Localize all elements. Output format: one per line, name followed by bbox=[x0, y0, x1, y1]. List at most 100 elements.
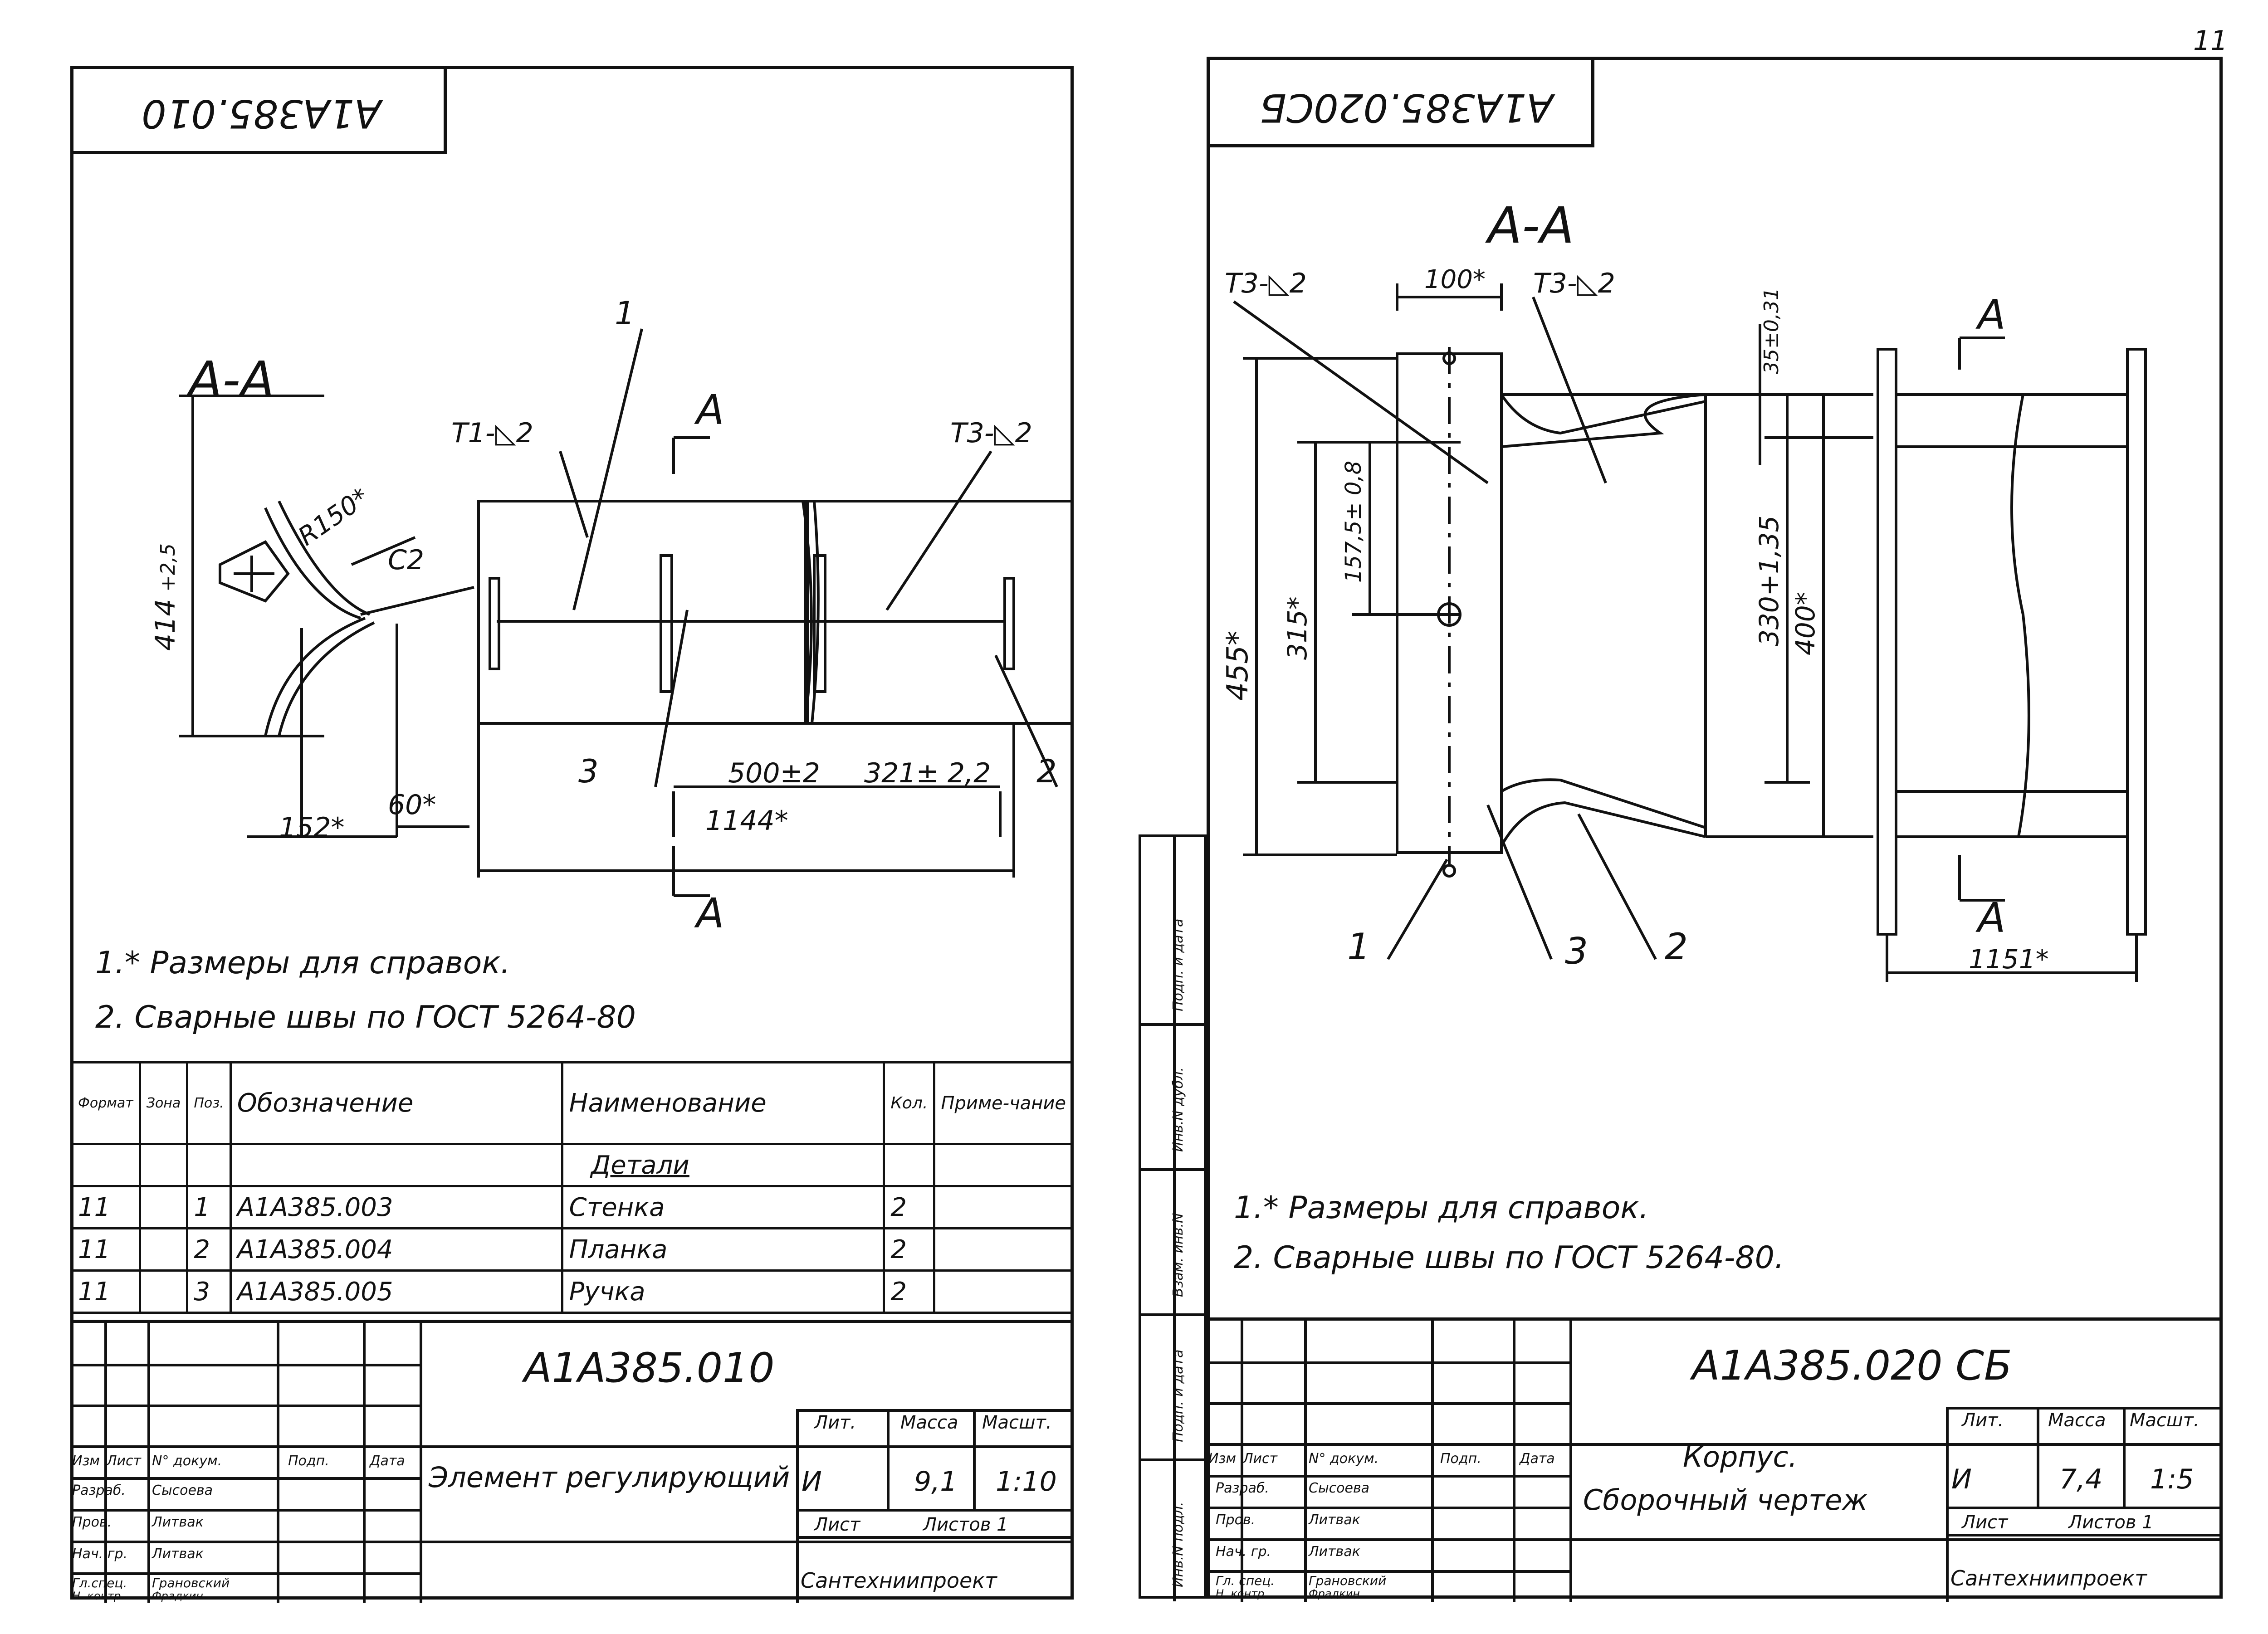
right-callout-2: 2 bbox=[1665, 926, 1688, 968]
spec-header-row: Формат Зона Поз. Обозначение Наименовани… bbox=[70, 1061, 1074, 1145]
left-dim-chamfer: C2 bbox=[388, 544, 424, 576]
right-name-4: Фрадкин bbox=[1309, 1587, 1360, 1600]
right-role-4: Н. контр. bbox=[1216, 1587, 1268, 1600]
left-doc-number: A1A385.010 bbox=[524, 1344, 775, 1392]
spec-cell-pos: 1 bbox=[186, 1185, 232, 1229]
right-dim-outer-h2: 400* bbox=[1790, 592, 1821, 655]
spec-cell-qty: 2 bbox=[883, 1185, 936, 1229]
spec-header-zone: Зона bbox=[138, 1061, 189, 1145]
left-col-mass: Масса bbox=[900, 1412, 958, 1433]
right-weld-right: T3-◺2 bbox=[1533, 268, 1615, 299]
side-label-4: Инв.N подл. bbox=[1170, 1502, 1186, 1587]
spec-section-row: Детали bbox=[70, 1143, 1074, 1187]
right-mass-value: 7,4 bbox=[2059, 1463, 2103, 1495]
left-callout-3: 3 bbox=[578, 753, 599, 790]
spec-cell-designation: A1A385.004 bbox=[229, 1227, 564, 1272]
left-weld-left: T1-◺2 bbox=[451, 417, 533, 449]
left-note-2: 2. Сварные швы по ГОСТ 5264-80 bbox=[95, 1000, 636, 1035]
left-sheets-label: Листов 1 bbox=[923, 1514, 1008, 1535]
left-hdr-doc: N° докум. bbox=[152, 1453, 222, 1469]
left-org: Сантехниипроект bbox=[801, 1568, 997, 1593]
right-weld-left: T3-◺2 bbox=[1225, 268, 1307, 299]
spec-cell-designation: A1A385.005 bbox=[229, 1269, 564, 1314]
right-drawing: A-A A A T3-◺2 T3-◺2 100* 35±0,31 157,5± … bbox=[1221, 196, 2147, 982]
right-callout-1: 1 bbox=[1347, 926, 1370, 968]
left-arrow-label-top: A bbox=[694, 386, 724, 434]
left-spec-table: Формат Зона Поз. Обозначение Наименовани… bbox=[70, 1061, 1074, 1314]
left-name-0: Сысоева bbox=[152, 1483, 213, 1498]
right-callout-3: 3 bbox=[1565, 930, 1588, 972]
table-row: 11 2 A1A385.004 Планка 2 bbox=[70, 1227, 1074, 1272]
left-scale-value: 1:10 bbox=[996, 1466, 1057, 1497]
right-hdr-izm: Изм bbox=[1208, 1451, 1237, 1467]
right-scale-value: 1:5 bbox=[2150, 1463, 2194, 1495]
right-col-mass: Масса bbox=[2048, 1410, 2106, 1431]
right-dim-inner-h: 157,5± 0,8 bbox=[1341, 461, 1366, 583]
spec-cell-pos: 3 bbox=[186, 1269, 232, 1314]
left-role-0: Разраб. bbox=[72, 1483, 126, 1498]
spec-header-note: Приме-чание bbox=[933, 1061, 1074, 1145]
spec-cell-qty: 2 bbox=[883, 1269, 936, 1314]
right-dim-length: 1151* bbox=[1969, 944, 2049, 975]
left-role-2: Нач. гр. bbox=[72, 1546, 128, 1562]
spec-cell-format: 11 bbox=[70, 1269, 141, 1314]
left-dim-width: 152* bbox=[279, 812, 345, 844]
left-hdr-izm: Изм bbox=[72, 1453, 100, 1469]
spec-cell-format: 11 bbox=[70, 1227, 141, 1272]
right-dim-mid-h: 315* bbox=[1282, 596, 1313, 660]
right-doc-title-2: Сборочный чертеж bbox=[1583, 1483, 1868, 1517]
left-name-2: Литвак bbox=[152, 1546, 204, 1562]
left-arrow-label-bottom: A bbox=[694, 890, 724, 937]
right-col-lit: Лит. bbox=[1962, 1410, 2004, 1431]
left-weld-right: T3-◺2 bbox=[950, 417, 1032, 449]
side-label-3: Подп. и дата bbox=[1170, 1349, 1186, 1442]
left-dim-offset: 60* bbox=[388, 789, 436, 821]
left-hdr-list: Лист bbox=[107, 1453, 142, 1469]
left-hdr-sign: Подп. bbox=[288, 1453, 329, 1469]
left-role-3: Гл.спец. bbox=[72, 1575, 127, 1590]
left-name-3: Грановский bbox=[152, 1575, 230, 1590]
spec-header-format: Формат bbox=[70, 1061, 141, 1145]
right-doc-number: A1A385.020 СБ bbox=[1692, 1342, 2012, 1390]
right-role-2: Нач. гр. bbox=[1216, 1544, 1271, 1560]
left-role-4: Н. контр. bbox=[72, 1590, 125, 1602]
spec-cell-pos: 2 bbox=[186, 1227, 232, 1272]
left-note-1: 1.* Размеры для справок. bbox=[95, 945, 510, 981]
spec-header-designation: Обозначение bbox=[229, 1061, 564, 1145]
spec-header-name: Наименование bbox=[561, 1061, 885, 1145]
right-title-block: A1A385.020 СБ Корпус. Сборочный чертеж Л… bbox=[1207, 1317, 2223, 1602]
right-note-2: 2. Сварные швы по ГОСТ 5264-80. bbox=[1234, 1240, 1784, 1276]
left-name-1: Литвак bbox=[152, 1514, 204, 1530]
left-hdr-date: Дата bbox=[370, 1453, 405, 1469]
right-role-0: Разраб. bbox=[1216, 1480, 1269, 1496]
side-label-0: Подп. и дата bbox=[1170, 918, 1186, 1011]
spec-header-pos: Поз. bbox=[186, 1061, 232, 1145]
right-role-3: Гл. спец. bbox=[1216, 1573, 1275, 1588]
left-sheet-label: Лист bbox=[814, 1514, 860, 1535]
right-name-2: Литвак bbox=[1309, 1544, 1360, 1560]
left-title-block: A1A385.010 Элемент регулирующий Лит. Мас… bbox=[70, 1320, 1074, 1603]
left-drawing: A-A A A 414 +2,5 R150* C2 60* 152* T1-◺2… bbox=[150, 295, 1074, 937]
right-doc-title-1: Корпус. bbox=[1683, 1440, 1798, 1473]
left-section-label: A-A bbox=[186, 351, 274, 409]
left-doc-title: Элемент регулирующий bbox=[429, 1461, 790, 1494]
right-sheet-frame bbox=[1207, 57, 2223, 1599]
right-col-scale: Масшт. bbox=[2130, 1410, 2200, 1431]
right-hdr-doc: N° докум. bbox=[1309, 1451, 1379, 1467]
right-role-1: Пров. bbox=[1216, 1512, 1256, 1528]
side-label-2: Взам. инв.N bbox=[1170, 1213, 1186, 1297]
right-dim-top-width: 100* bbox=[1424, 265, 1486, 294]
spec-cell-format: 11 bbox=[70, 1185, 141, 1229]
left-dim-height: 414 bbox=[150, 599, 181, 651]
right-name-0: Сысоева bbox=[1309, 1480, 1370, 1496]
right-org: Сантехниипроект bbox=[1950, 1566, 2147, 1590]
right-name-3: Грановский bbox=[1309, 1573, 1387, 1588]
right-hdr-list: Лист bbox=[1243, 1451, 1278, 1467]
spec-cell-qty: 2 bbox=[883, 1227, 936, 1272]
left-dim-total: 1144* bbox=[705, 805, 788, 837]
spec-cell-name: Стенка bbox=[561, 1185, 885, 1229]
left-lit-value: И bbox=[802, 1466, 822, 1497]
spec-cell-name: Планка bbox=[561, 1227, 885, 1272]
left-dim-radius: R150* bbox=[293, 483, 375, 552]
left-callout-1: 1 bbox=[615, 295, 635, 332]
